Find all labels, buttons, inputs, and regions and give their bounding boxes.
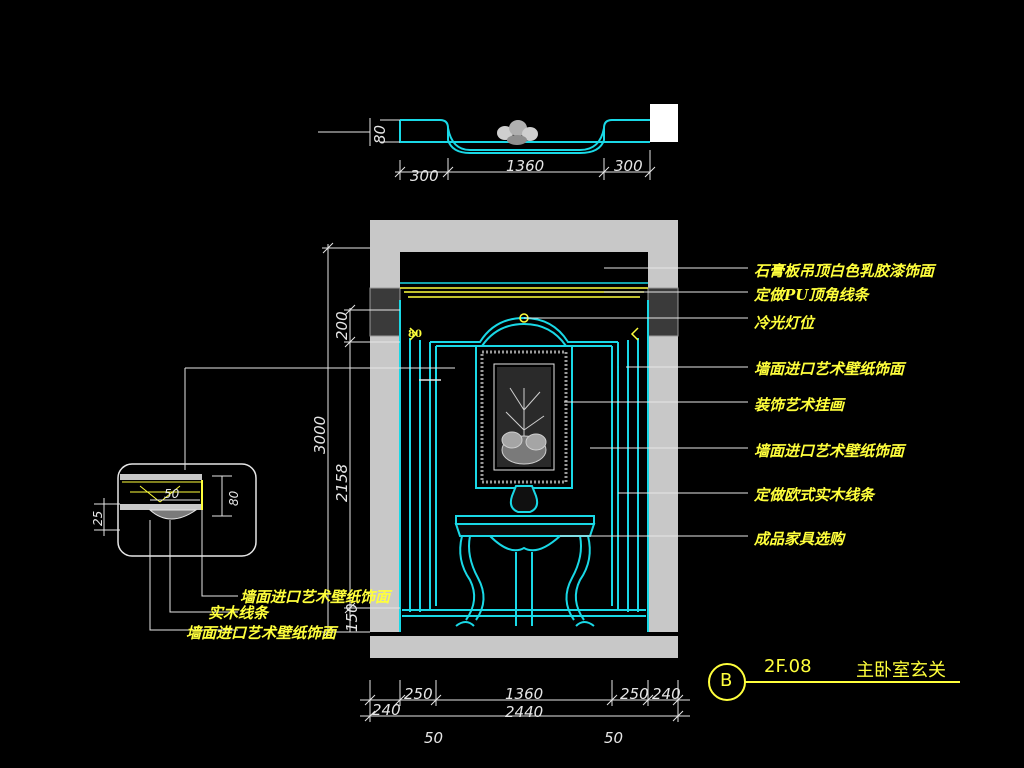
- detail-dim-width: 50: [164, 487, 180, 501]
- dim-bottom-1: 240: [372, 701, 401, 719]
- dim-bottom-4: 250: [620, 685, 649, 703]
- dim-door-height: 2158: [333, 463, 351, 502]
- drawing-code: 2F.08: [764, 656, 812, 677]
- dim-bottom-2: 250: [404, 685, 433, 703]
- dim-base: 150: [343, 603, 361, 632]
- plan-dim-left: 300: [410, 167, 439, 185]
- plan-dim-center: 1360: [506, 157, 545, 175]
- dim-total-height: 3000: [311, 415, 329, 454]
- detail-callout-1: 墙面进口艺术壁纸饰面: [240, 588, 391, 606]
- callout-furniture: 成品家具选购: [754, 530, 845, 548]
- callout-painting: 装饰艺术挂画: [754, 396, 845, 414]
- plan-dim-depth: 80: [371, 124, 389, 144]
- plan-ornament: [497, 120, 538, 145]
- callout-ceiling: 石膏板吊顶白色乳胶漆饰面: [754, 262, 935, 280]
- elevation-floor-slab: [370, 636, 678, 658]
- console-table: [454, 515, 596, 627]
- horizontal-dimensions: [360, 680, 690, 722]
- callout-light: 冷光灯位: [754, 314, 815, 332]
- detail-callout-2: 实木线条: [208, 604, 269, 622]
- detail-dim-thickness: 25: [91, 510, 105, 526]
- dim-lower-left: 50: [424, 729, 444, 747]
- vertical-dimensions: [322, 242, 400, 638]
- leader-lines: [184, 267, 748, 537]
- plan-view: [318, 104, 678, 180]
- callout-wallpaper-1: 墙面进口艺术壁纸饰面: [754, 360, 905, 378]
- callout-wallpaper-2: 墙面进口艺术壁纸饰面: [754, 442, 905, 460]
- dim-bottom-3: 1360: [505, 685, 544, 703]
- detail-callout-3: 墙面进口艺术壁纸饰面: [186, 624, 337, 642]
- elevation: [369, 220, 679, 658]
- title-marker: [708, 663, 960, 701]
- vase: [509, 485, 539, 513]
- dim-lower-right: 50: [604, 729, 624, 747]
- callout-wood-trim: 定做欧式实木线条: [754, 486, 875, 504]
- painting-plant: [501, 387, 547, 465]
- detail-dim-height: 80: [227, 490, 241, 506]
- section-detail: [94, 463, 257, 631]
- dim-top-offset: 200: [333, 311, 351, 340]
- drawing-name: 主卧室玄关: [856, 660, 946, 681]
- dim-bottom-5: 240: [652, 685, 681, 703]
- title-marker-letter: B: [720, 670, 733, 691]
- detail-frame: [117, 463, 257, 557]
- dim-total-width: 2440: [505, 703, 544, 721]
- callout-pu-moulding: 定做PU顶角线条: [754, 286, 869, 304]
- plan-dim-right: 300: [614, 157, 643, 175]
- plan-wall-block: [650, 104, 678, 142]
- small-mark: 80: [408, 329, 422, 340]
